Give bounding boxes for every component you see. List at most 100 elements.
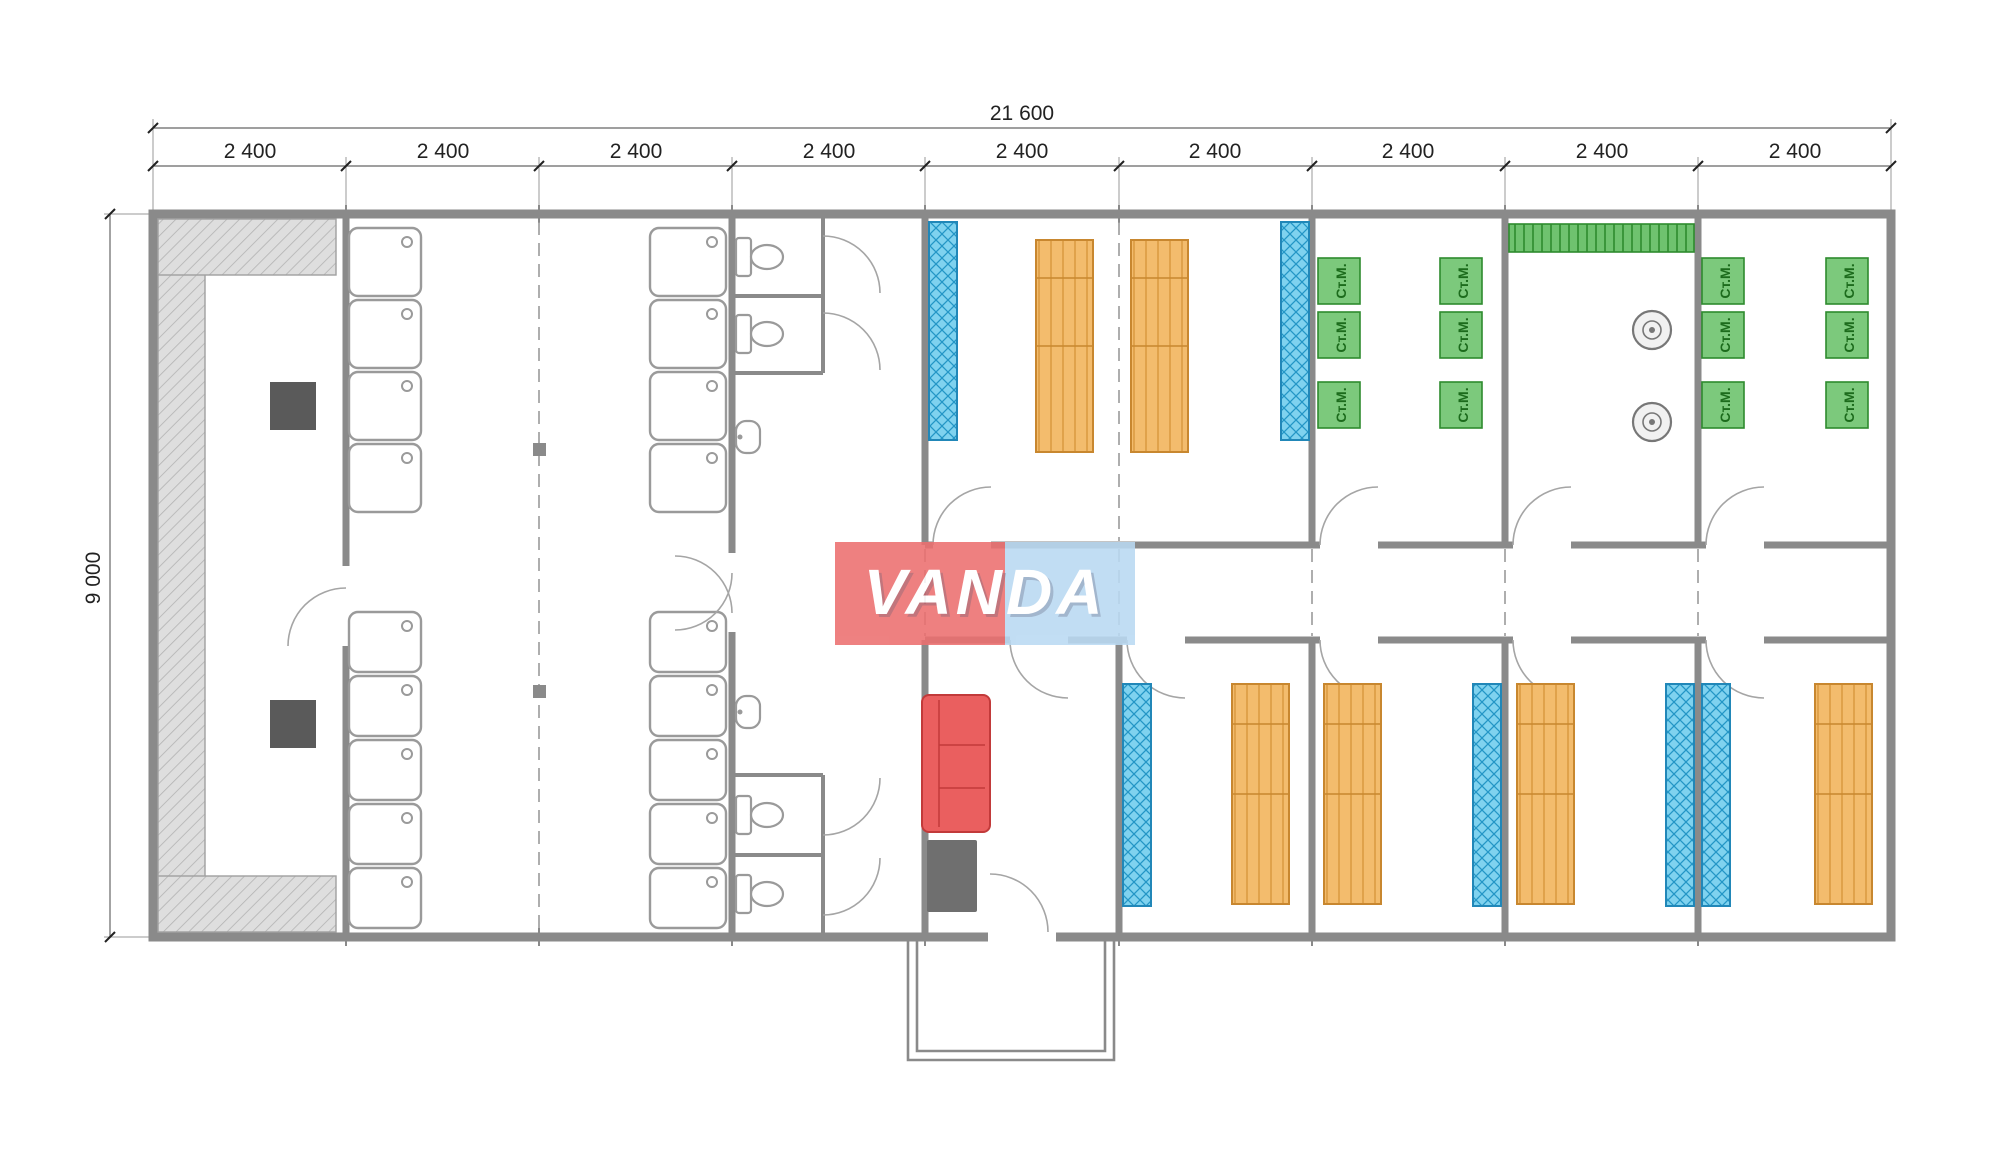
shower-stall — [648, 866, 728, 930]
washing-machine-label: Ст.М. — [1841, 317, 1857, 352]
watermark-bg-right — [1005, 542, 1135, 645]
door-arc — [1009, 639, 1069, 699]
washing-machine-label: Ст.М. — [1455, 387, 1471, 422]
toilet — [734, 794, 785, 836]
watermark-bg-left — [835, 542, 1005, 645]
round-washer — [1631, 401, 1673, 443]
washing-machine: Ст.М. — [1439, 381, 1483, 429]
shower-stall — [648, 226, 728, 298]
shower-stall — [347, 738, 423, 802]
equipment-block — [270, 700, 316, 748]
washing-machine-label: Ст.М. — [1333, 387, 1349, 422]
bed-single — [1516, 683, 1575, 905]
bunk-bed — [1280, 221, 1310, 441]
shower-stall — [347, 674, 423, 738]
door-arc — [674, 572, 733, 631]
washing-machine: Ст.М. — [1439, 257, 1483, 305]
module-connector — [533, 443, 546, 456]
stall-door-arc — [822, 777, 881, 836]
shower-stall — [347, 610, 423, 674]
bed-single — [1231, 683, 1290, 905]
door-arc — [1126, 639, 1186, 699]
door-arc — [932, 486, 992, 546]
door-arc — [287, 587, 347, 647]
toilet — [734, 313, 785, 355]
equipment-block — [270, 382, 316, 430]
bed-single — [1814, 683, 1873, 905]
toilet — [734, 236, 785, 278]
counter-hatch-top — [157, 218, 337, 276]
shower-stall — [648, 738, 728, 802]
storage-room — [157, 218, 337, 933]
sink — [734, 694, 762, 730]
coffee-table — [927, 840, 977, 912]
washing-machine: Ст.М. — [1317, 381, 1361, 429]
shower-stall — [648, 674, 728, 738]
bunk-bed — [1472, 683, 1502, 907]
segment-label: 2 400 — [224, 140, 277, 163]
round-washer — [1631, 309, 1673, 351]
stall-door-arc — [822, 235, 881, 294]
washing-machine: Ст.М. — [1317, 311, 1361, 359]
bunk-beds — [928, 221, 1731, 907]
washing-machine-label: Ст.М. — [1717, 317, 1733, 352]
washing-machine: Ст.М. — [1701, 311, 1745, 359]
shower-stall — [347, 802, 423, 866]
segment-label: 2 400 — [1576, 140, 1629, 163]
dimension-top-segments: 2 400 2 400 2 400 2 400 2 400 2 400 2 40… — [147, 140, 1897, 210]
module-connector — [533, 685, 546, 698]
drying-room — [1508, 223, 1695, 443]
stall-door-arc — [822, 857, 881, 916]
segment-label: 2 400 — [996, 140, 1049, 163]
counter-hatch-bottom — [157, 875, 337, 933]
bunk-bed — [1122, 683, 1152, 907]
shower-stall — [347, 298, 423, 370]
toilet — [734, 873, 785, 915]
shower-stall — [648, 298, 728, 370]
segment-label: 2 400 — [610, 140, 663, 163]
entrance-door-arc — [989, 873, 1049, 933]
shower-stall — [648, 802, 728, 866]
washing-machine-label: Ст.М. — [1717, 263, 1733, 298]
dimension-left-overall: 9 000 — [82, 208, 149, 943]
entrance-opening — [988, 929, 1056, 945]
segment-label: 2 400 — [1769, 140, 1822, 163]
door-arc — [1705, 486, 1765, 546]
washing-machine: Ст.М. — [1825, 311, 1869, 359]
door-arc — [1705, 639, 1765, 699]
sofa — [921, 694, 991, 833]
interior-walls — [342, 218, 1891, 933]
laundry-machines: Ст.М. Ст.М. Ст.М. Ст.М. Ст.М. Ст.М. Ст.М… — [1317, 257, 1869, 429]
door-arc — [1512, 486, 1572, 546]
segment-label: 2 400 — [803, 140, 856, 163]
bunk-bed — [928, 221, 958, 441]
watermark-text: VANDA — [864, 556, 1107, 628]
washing-machine: Ст.М. — [1701, 257, 1745, 305]
shower-stall — [648, 370, 728, 442]
bed-single — [1035, 239, 1094, 453]
washing-machine-label: Ст.М. — [1717, 387, 1733, 422]
door-arc — [674, 555, 733, 614]
shower-stall — [347, 370, 423, 442]
washing-machine: Ст.М. — [1701, 381, 1745, 429]
watermark-text-shadow: VANDA — [867, 559, 1110, 631]
total-height-label: 9 000 — [82, 552, 105, 605]
shower-stall — [347, 226, 423, 298]
washing-machine: Ст.М. — [1317, 257, 1361, 305]
shower-stall — [648, 442, 728, 514]
shower-room — [347, 226, 728, 930]
stall-door-arc — [822, 312, 881, 371]
shower-stall — [347, 442, 423, 514]
sink — [734, 419, 762, 455]
washing-machine-label: Ст.М. — [1333, 263, 1349, 298]
washing-machine-label: Ст.М. — [1455, 263, 1471, 298]
bunk-bed — [1701, 683, 1731, 907]
shower-stall — [648, 610, 728, 674]
vanda-watermark: VANDA VANDA — [835, 542, 1135, 645]
washing-machine: Ст.М. — [1825, 257, 1869, 305]
bed-single — [1323, 683, 1382, 905]
dimension-top-overall: 21 600 — [147, 102, 1897, 210]
washing-machine-label: Ст.М. — [1333, 317, 1349, 352]
bed-single — [1130, 239, 1189, 453]
